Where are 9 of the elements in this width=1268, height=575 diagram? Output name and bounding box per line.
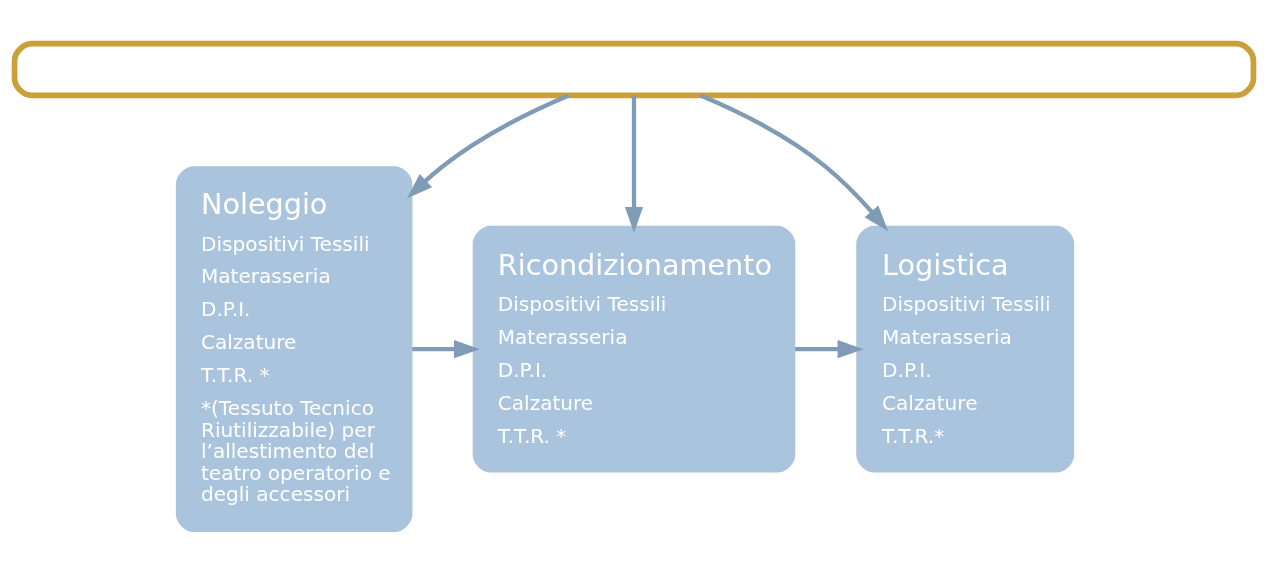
node-box: [11, 40, 1257, 99]
node-box: Ricondizionamento Dispositivi Tessili Materasseria D.P.I. Calzature T.T.R. *: [472, 225, 796, 473]
arrow: [624, 95, 644, 233]
node-box: Logistica Dispositivi Tessili Materasseria D.P.I. Calzature T.T.R.*: [856, 225, 1075, 473]
arrow: [412, 340, 480, 359]
arrow: [407, 93, 570, 199]
arrow: [699, 93, 889, 232]
node-box: Noleggio Dispositivi Tessili Materasseria D.P.I. Calzature T.T.R. * *(Tessuto Tecnico Riutilizzabile) per l’allestimento del teatro operatorio e degli accessori: [175, 166, 413, 532]
arrow: [795, 340, 864, 359]
